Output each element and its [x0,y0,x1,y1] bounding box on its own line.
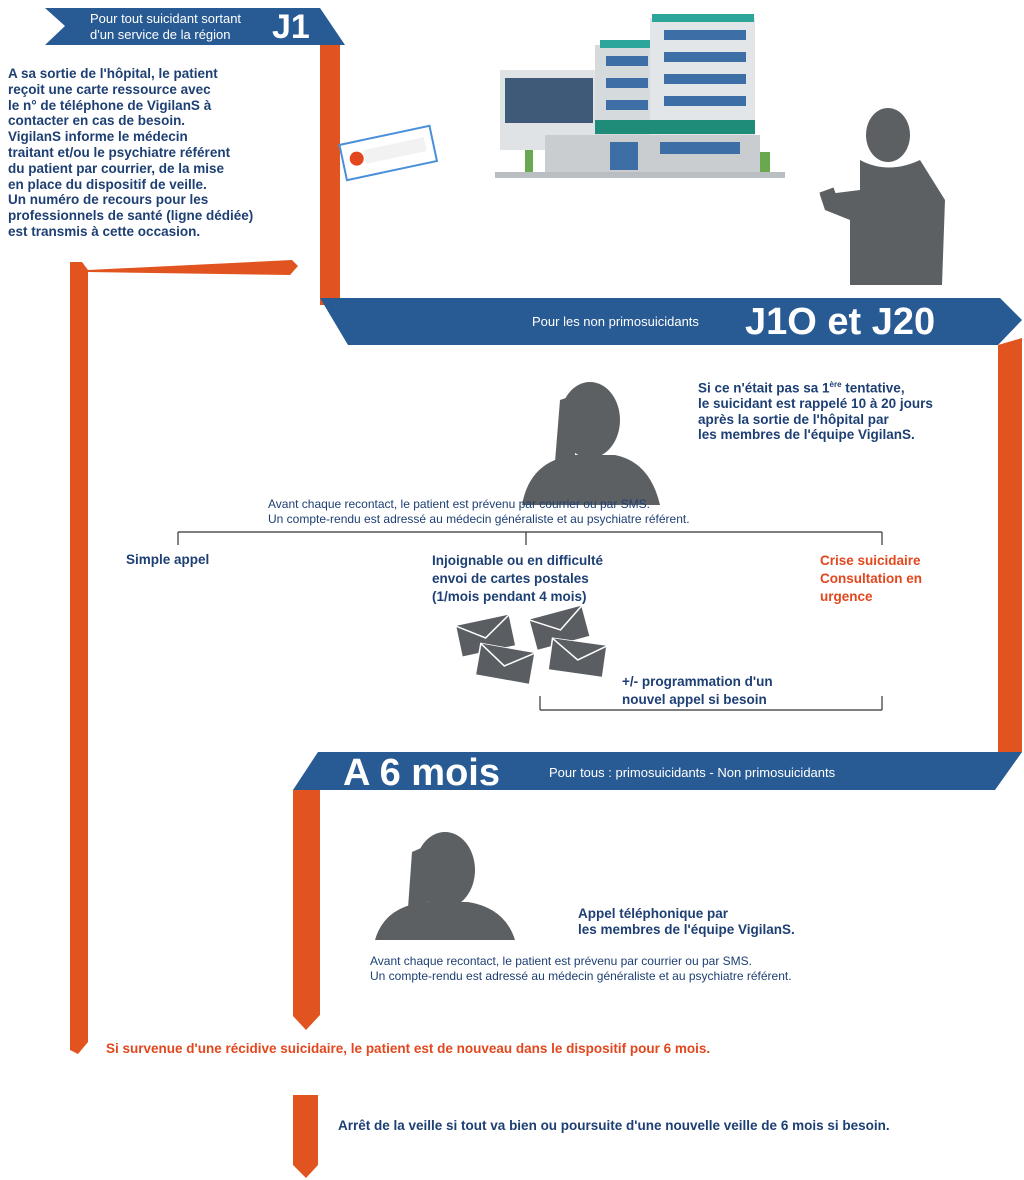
j1-description: A sa sortie de l'hôpital, le patient reç… [8,66,254,239]
banner-j10-title: J1O et J20 [745,301,936,343]
final-note: Arrêt de la veille si tout va bien ou po… [338,1118,890,1133]
outcome-injoignable: Injoignable ou en difficulté envoi de ca… [432,553,603,604]
person-with-phone-icon [819,108,945,285]
person-on-phone-icon [522,382,660,505]
flow-bar-right [998,338,1022,752]
banner-j1-subtitle: Pour tout suicidant sortant d'un service… [90,11,242,42]
hospital-building-icon [495,14,785,178]
flow-bar-left-return [70,260,298,1054]
person-on-phone-icon-2 [375,832,515,940]
flow-bar-j1 [320,45,340,305]
banner-6-mois-subtitle: Pour tous : primosuicidants - Non primos… [549,765,836,780]
outcome-simple-appel: Simple appel [126,552,210,567]
flow-bar-6-mois [293,790,320,1030]
vigilans-card-icon [338,124,439,182]
envelopes-icon [454,604,608,686]
banner-j1-title: J1 [272,8,310,46]
recall-bracket [539,696,883,711]
recidive-note: Si survenue d'une récidive suicidaire, l… [106,1041,711,1056]
banner-j10-subtitle: Pour les non primosuicidants [532,314,699,329]
j10-description: Si ce n'était pas sa 1ère tentative, le … [698,380,933,442]
outcome-crise: Crise suicidaire Consultation en urgence [820,553,922,604]
banner-j1 [45,8,345,45]
six-notice: Avant chaque recontact, le patient est p… [370,954,792,983]
outcome-bracket [177,531,883,545]
banner-6-mois [293,752,1022,790]
j10-notice: Avant chaque recontact, le patient est p… [268,497,690,526]
recall-note: +/- programmation d'un nouvel appel si b… [622,674,773,707]
six-description: Appel téléphonique par les membres de l'… [578,906,795,937]
banner-j10-j20 [320,298,1022,345]
final-arrow [293,1095,318,1178]
banner-6-mois-title: A 6 mois [343,752,500,794]
